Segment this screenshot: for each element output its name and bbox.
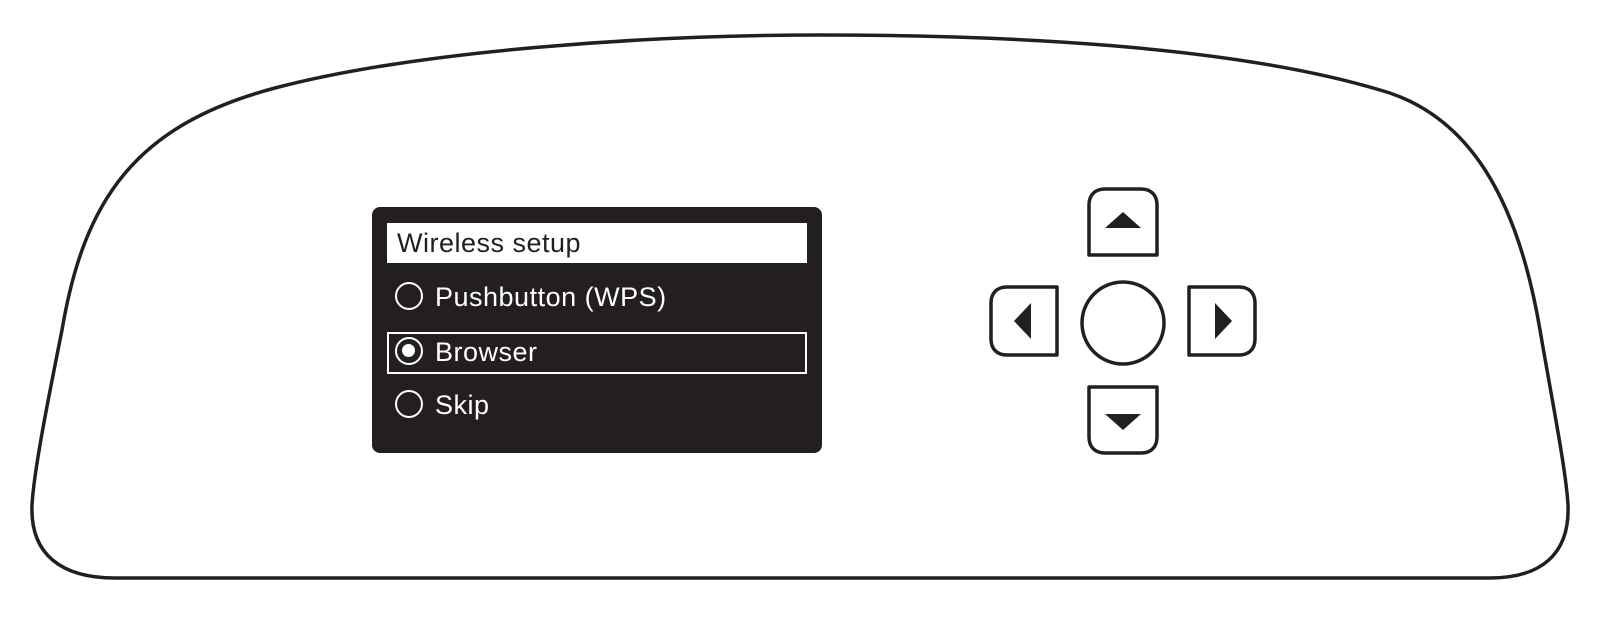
option-skip[interactable]: Skip [387, 385, 807, 427]
down-arrow-icon [1105, 414, 1141, 430]
display-screen: Wireless setup Pushbutton (WPS) Browser … [372, 207, 822, 453]
screen-title: Wireless setup [387, 223, 807, 263]
down-button[interactable] [1085, 383, 1161, 457]
option-browser[interactable]: Browser [387, 332, 807, 374]
option-pushbutton-wps[interactable]: Pushbutton (WPS) [387, 277, 807, 319]
select-button[interactable] [1078, 278, 1168, 368]
option-label: Pushbutton (WPS) [435, 282, 667, 312]
radio-unselected-icon [395, 390, 423, 418]
up-arrow-icon [1105, 212, 1141, 228]
select-circle-icon [1080, 280, 1166, 366]
up-button[interactable] [1085, 185, 1161, 259]
right-button[interactable] [1185, 283, 1259, 359]
left-arrow-icon [1014, 303, 1031, 339]
option-label: Browser [435, 337, 538, 367]
radio-selected-icon [395, 337, 423, 365]
option-label: Skip [435, 390, 490, 420]
right-arrow-icon [1215, 303, 1232, 339]
left-button[interactable] [987, 283, 1061, 359]
radio-unselected-icon [395, 282, 423, 310]
